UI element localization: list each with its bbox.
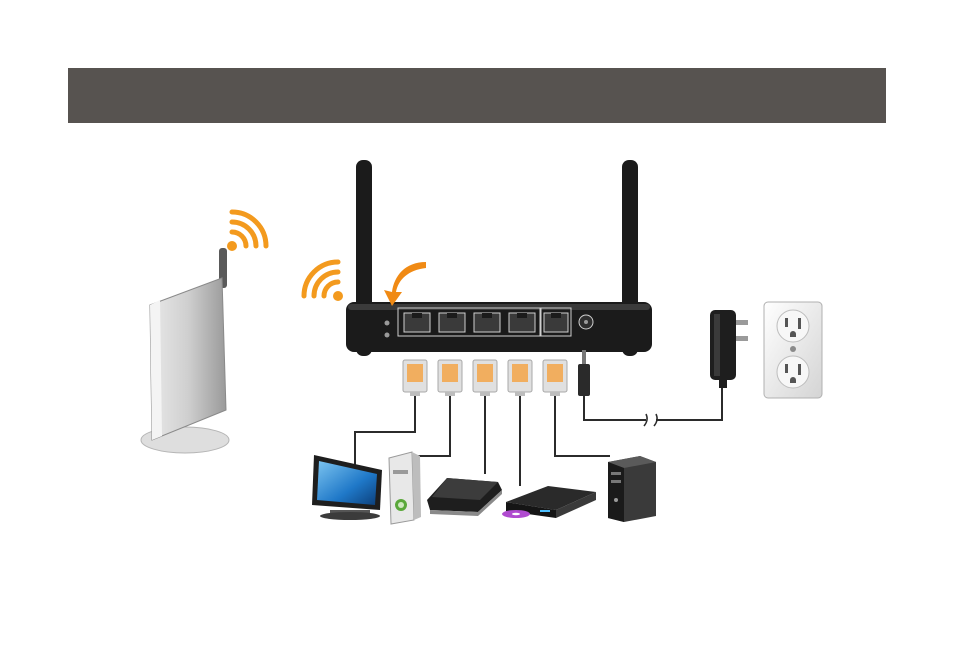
modem-with-antenna: [141, 248, 229, 453]
game-console-black: [427, 478, 502, 516]
rj45-connector: [508, 360, 532, 396]
rj45-connector: [473, 360, 497, 396]
wall-outlet: [764, 302, 822, 398]
ethernet-port: [509, 313, 535, 332]
rj45-connector: [543, 360, 567, 396]
wifi-signal-icon: [227, 212, 266, 251]
rj45-connector: [403, 360, 427, 396]
rj45-connector: [438, 360, 462, 396]
wireless-router: [346, 160, 652, 356]
flat-panel-tv: [312, 455, 382, 520]
power-adapter: [710, 310, 748, 388]
dc-power-plug: [578, 350, 590, 396]
game-console-white: [389, 452, 421, 524]
router-led: [385, 321, 390, 326]
ethernet-port: [439, 313, 465, 332]
arrow-icon: [384, 262, 426, 306]
media-player: [502, 486, 596, 518]
wifi-signal-icon: [304, 262, 343, 301]
router-led: [385, 333, 390, 338]
ethernet-port: [474, 313, 500, 332]
desktop-computer: [608, 456, 656, 522]
ethernet-port-wan: [544, 313, 568, 332]
ethernet-port: [404, 313, 430, 332]
